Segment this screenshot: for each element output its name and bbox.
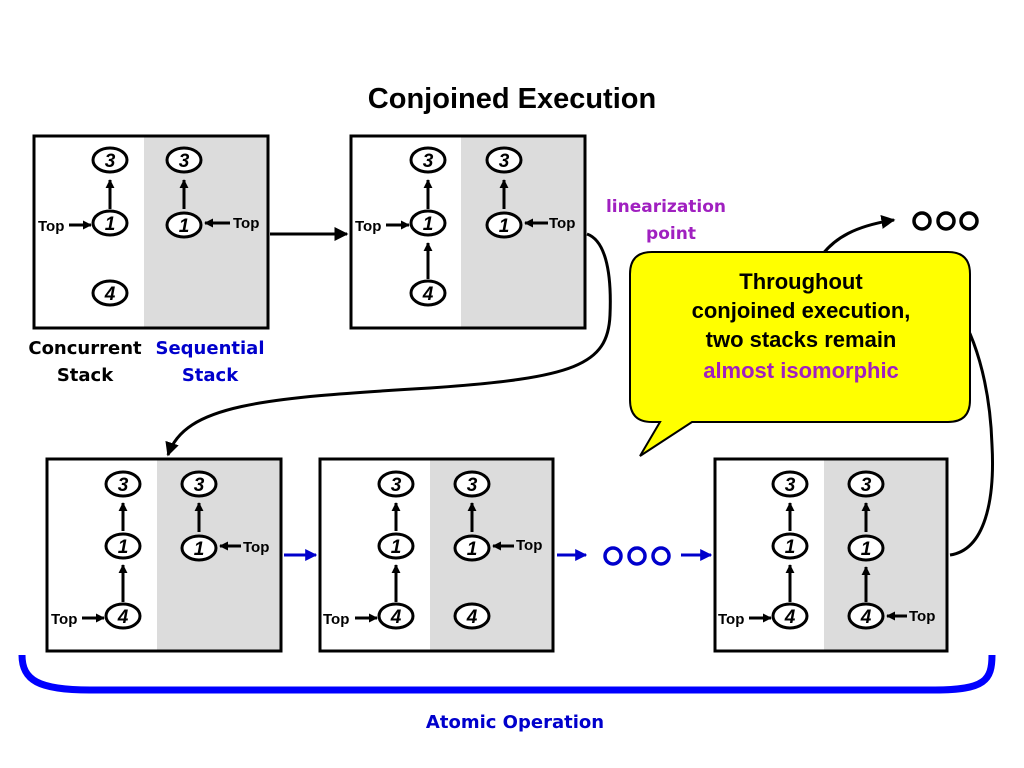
state-frame bbox=[32, 134, 270, 330]
state-1: 3 1 4 Top 3 1 Top bbox=[32, 134, 270, 330]
sequential-panel bbox=[157, 459, 281, 651]
svg-text:3: 3 bbox=[179, 151, 190, 172]
stack-node: 1 bbox=[409, 209, 447, 237]
stack-node: 4 bbox=[377, 602, 415, 630]
page-title: Conjoined Execution bbox=[368, 83, 656, 115]
stack-node: 1 bbox=[165, 211, 203, 239]
ellipsis-icon-blue bbox=[603, 546, 671, 566]
atomic-operation-brace bbox=[18, 654, 996, 694]
callout-line-4: almost isomorphic bbox=[703, 358, 899, 383]
stack-node: 1 bbox=[104, 532, 142, 560]
stack-node: 4 bbox=[91, 279, 129, 307]
concurrent-stack-label-2: Stack bbox=[57, 365, 114, 386]
sequential-panel bbox=[430, 459, 553, 651]
state-frame bbox=[318, 457, 555, 653]
stack-node: 4 bbox=[104, 602, 142, 630]
stack-node: 4 bbox=[453, 602, 491, 630]
svg-text:1: 1 bbox=[179, 216, 190, 237]
top-pointer-label: Top bbox=[718, 611, 744, 628]
svg-text:1: 1 bbox=[391, 537, 402, 558]
svg-text:3: 3 bbox=[118, 475, 129, 496]
top-pointer-label: Top bbox=[516, 537, 542, 554]
svg-text:1: 1 bbox=[105, 214, 116, 235]
top-pointer-label: Top bbox=[38, 218, 64, 235]
svg-text:1: 1 bbox=[118, 537, 129, 558]
top-pointer-label: Top bbox=[323, 611, 349, 628]
state-4: 3 1 4 Top 3 1 4 Top bbox=[318, 457, 555, 653]
svg-text:3: 3 bbox=[467, 475, 478, 496]
stack-node: 3 bbox=[377, 470, 415, 498]
top-pointer-label: Top bbox=[51, 611, 77, 628]
top-pointer-label: Top bbox=[909, 608, 935, 625]
svg-text:4: 4 bbox=[422, 284, 434, 305]
stack-node: 1 bbox=[180, 534, 218, 562]
state-frame bbox=[45, 457, 283, 653]
stack-node: 3 bbox=[180, 470, 218, 498]
stack-node: 1 bbox=[453, 534, 491, 562]
sequential-panel bbox=[461, 136, 585, 328]
stack-node: 3 bbox=[847, 470, 885, 498]
stack-node: 1 bbox=[485, 211, 523, 239]
callout-line-2: conjoined execution, bbox=[692, 298, 911, 323]
stack-node: 3 bbox=[91, 146, 129, 174]
transition-curve-arrow bbox=[820, 215, 896, 256]
stack-node: 1 bbox=[847, 534, 885, 562]
state-3: 3 1 4 Top 3 1 Top bbox=[45, 457, 283, 653]
svg-text:4: 4 bbox=[390, 607, 402, 628]
svg-text:3: 3 bbox=[391, 475, 402, 496]
svg-text:1: 1 bbox=[499, 216, 510, 237]
callout-line-1: Throughout bbox=[739, 269, 863, 294]
svg-text:4: 4 bbox=[117, 607, 129, 628]
sequential-panel bbox=[824, 459, 947, 651]
linearization-point-label-2: point bbox=[646, 224, 696, 244]
svg-text:4: 4 bbox=[466, 607, 478, 628]
sequential-panel bbox=[144, 136, 268, 328]
stack-node: 4 bbox=[847, 602, 885, 630]
state-2: 3 1 4 Top 3 1 Top bbox=[349, 134, 587, 330]
sequential-stack-label: Sequential bbox=[156, 338, 265, 359]
state-5: 3 1 4 Top 3 1 4 Top bbox=[713, 457, 949, 653]
svg-text:4: 4 bbox=[860, 607, 872, 628]
concurrent-stack-label: Concurrent bbox=[28, 338, 142, 359]
stack-node: 3 bbox=[771, 470, 809, 498]
svg-text:1: 1 bbox=[194, 539, 205, 560]
svg-text:3: 3 bbox=[423, 151, 434, 172]
linearization-point-label: linearization bbox=[606, 197, 726, 217]
state-frame bbox=[713, 457, 949, 653]
atomic-operation-label: Atomic Operation bbox=[426, 712, 604, 733]
callout-line-3: two stacks remain bbox=[706, 327, 897, 352]
stack-node: 3 bbox=[409, 146, 447, 174]
stack-node: 1 bbox=[91, 209, 129, 237]
top-pointer-label: Top bbox=[243, 539, 269, 556]
stack-node: 3 bbox=[165, 146, 203, 174]
state-frame bbox=[349, 134, 587, 330]
transition-curve-arrow bbox=[165, 232, 612, 457]
stack-node: 4 bbox=[409, 279, 447, 307]
callout-bubble: Throughout conjoined execution, two stac… bbox=[629, 251, 971, 457]
svg-text:3: 3 bbox=[105, 151, 116, 172]
stack-node: 4 bbox=[771, 602, 809, 630]
stack-node: 1 bbox=[771, 532, 809, 560]
stack-node: 3 bbox=[485, 146, 523, 174]
svg-text:4: 4 bbox=[784, 607, 796, 628]
svg-text:1: 1 bbox=[423, 214, 434, 235]
top-pointer-label: Top bbox=[549, 215, 575, 232]
top-pointer-label: Top bbox=[355, 218, 381, 235]
svg-text:1: 1 bbox=[467, 539, 478, 560]
svg-text:3: 3 bbox=[499, 151, 510, 172]
sequential-stack-label-2: Stack bbox=[182, 365, 239, 386]
svg-text:1: 1 bbox=[861, 539, 872, 560]
ellipsis-icon bbox=[912, 211, 979, 231]
stack-node: 1 bbox=[377, 532, 415, 560]
svg-text:3: 3 bbox=[861, 475, 872, 496]
stack-node: 3 bbox=[453, 470, 491, 498]
svg-text:3: 3 bbox=[194, 475, 205, 496]
stack-node: 3 bbox=[104, 470, 142, 498]
svg-text:3: 3 bbox=[785, 475, 796, 496]
svg-text:4: 4 bbox=[104, 284, 116, 305]
svg-text:1: 1 bbox=[785, 537, 796, 558]
top-pointer-label: Top bbox=[233, 215, 259, 232]
